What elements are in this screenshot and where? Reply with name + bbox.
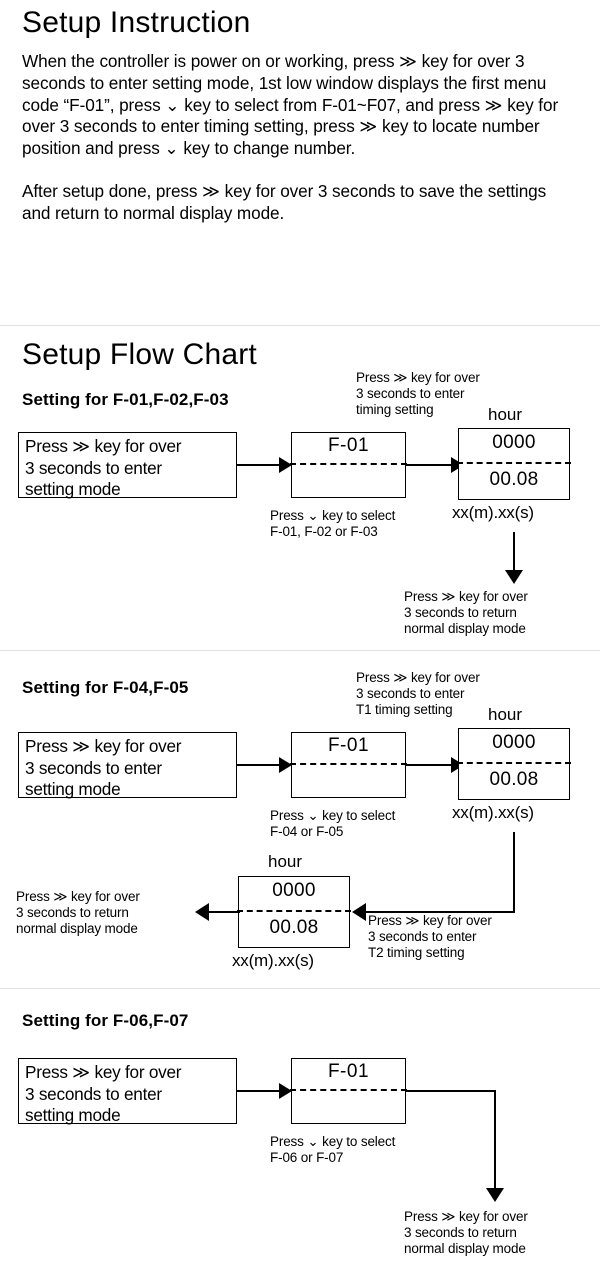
connector-start-to-menu-f01 [237,464,282,466]
section-divider-3 [0,988,600,989]
menu-box-label-f01: F-01 [327,435,370,456]
menu-box-divider-f04 [290,763,407,765]
connector-start-to-menu-f06 [237,1090,282,1092]
start-box-f01: Press ≫ key for over 3 seconds to enter … [18,432,237,499]
menu-box-f04: F-01 [290,732,407,798]
arrow-right-icon [279,1083,292,1099]
arrow-down-icon [486,1188,504,1202]
return-note-f01: Press ≫ key for over 3 seconds to return… [404,589,528,637]
connector-down-f06 [494,1090,496,1192]
arrow-left-icon [352,903,366,921]
connector-t2-to-return-f04 [207,911,240,913]
connector-t1-down-f04 [513,832,515,912]
section-divider-1 [0,325,600,326]
start-box-text-f01: Press ≫ key for over 3 seconds to enter … [25,436,182,499]
section-divider-2 [0,650,600,651]
connector-menu-to-display-f01 [406,464,454,466]
display-caption-f01: xx(m).xx(s) [452,503,534,522]
flowchart-title: Setup Flow Chart [22,338,257,371]
menu-note-f04: Press ⌄ key to select F-04 or F-05 [270,808,396,840]
connector-menu-to-display-f04 [406,764,454,766]
section-title-f06-f07: Setting for F-06,F-07 [22,1011,189,1030]
hour-label-t1-f04: hour [488,705,523,724]
connector-display-to-return-f01 [513,532,515,574]
return-note-f04: Press ≫ key for over 3 seconds to return… [16,889,140,937]
menu-note-f01: Press ⌄ key to select F-01, F-02 or F-03 [270,508,396,540]
section-title-f01-f03: Setting for F-01,F-02,F-03 [22,390,229,409]
connector-t1-to-t2-f04 [366,911,515,913]
start-box-text-f06: Press ≫ key for over 3 seconds to enter … [25,1062,182,1125]
display-bottom-value-t2-f04: 00.08 [269,917,319,938]
menu-box-label-f04: F-01 [327,735,370,756]
menu-box-divider-f01 [290,463,407,465]
start-box-text-f04: Press ≫ key for over 3 seconds to enter … [25,736,182,799]
instruction-paragraph-2: After setup done, press ≫ key for over 3… [22,180,547,223]
display-top-value-t2-f04: 0000 [272,880,316,901]
enter-timing-note-f01: Press ≫ key for over 3 seconds to enter … [356,370,480,418]
hour-label-f01: hour [488,405,523,424]
display-box-t1-f04: 0000 00.08 [457,728,571,800]
section-title-f04-f05: Setting for F-04,F-05 [22,678,189,697]
menu-box-f06: F-01 [290,1058,407,1124]
arrow-left-icon [195,903,209,921]
display-divider-f01 [457,462,571,464]
setup-instruction-section: Setup Instruction When the controller is… [22,8,578,225]
menu-box-f01: F-01 [290,432,407,498]
return-note-f06: Press ≫ key for over 3 seconds to return… [404,1209,528,1257]
display-box-f01: 0000 00.08 [457,428,571,500]
arrow-down-icon [505,570,523,584]
display-bottom-value-t1-f04: 00.08 [489,769,539,790]
enter-t1-note-f04: Press ≫ key for over 3 seconds to enter … [356,670,480,718]
arrow-right-icon [279,757,292,773]
display-divider-t2-f04 [237,910,351,912]
start-box-f04: Press ≫ key for over 3 seconds to enter … [18,732,237,799]
display-caption-t1-f04: xx(m).xx(s) [452,803,534,822]
hour-label-t2-f04: hour [268,852,303,871]
display-bottom-value-f01: 00.08 [489,469,539,490]
menu-box-divider-f06 [290,1089,407,1091]
display-divider-t1-f04 [457,762,571,764]
enter-t2-note-f04: Press ≫ key for over 3 seconds to enter … [368,913,492,961]
display-top-value-t1-f04: 0000 [492,732,536,753]
start-box-f06: Press ≫ key for over 3 seconds to enter … [18,1058,237,1125]
display-caption-t2-f04: xx(m).xx(s) [232,951,314,970]
connector-start-to-menu-f04 [237,764,282,766]
instruction-paragraph-1: When the controller is power on or worki… [22,51,559,159]
connector-menu-right-f06 [406,1090,496,1092]
display-top-value-f01: 0000 [492,432,536,453]
menu-box-label-f06: F-01 [327,1061,370,1082]
arrow-right-icon [279,457,292,473]
page-title: Setup Instruction [22,6,251,39]
display-box-t2-f04: 0000 00.08 [237,876,351,948]
menu-note-f06: Press ⌄ key to select F-06 or F-07 [270,1134,396,1166]
